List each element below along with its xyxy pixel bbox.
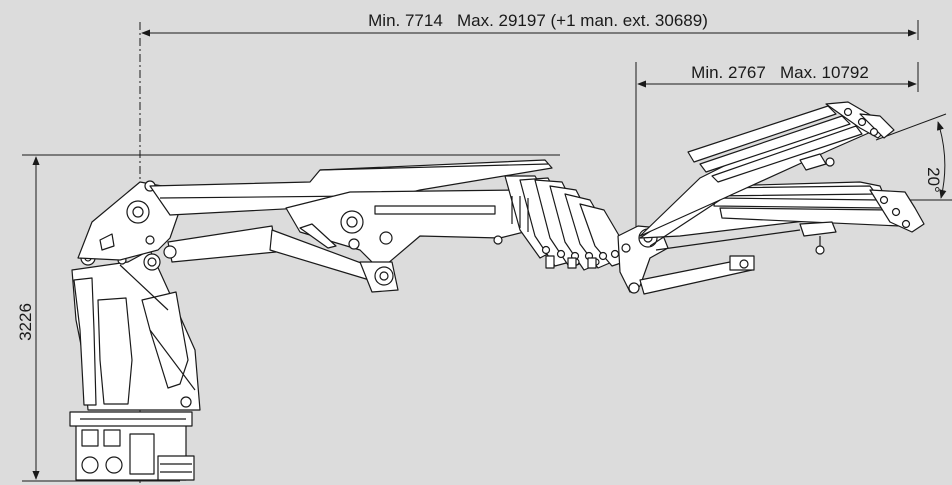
crane-base <box>69 411 195 481</box>
boom-extensions <box>504 175 625 271</box>
jib-link <box>649 199 801 251</box>
crane-drawing <box>69 101 925 481</box>
jib-angle-label: 20° <box>924 167 943 193</box>
crane-column <box>71 249 201 411</box>
jib-reach-label: Min. 2767 Max. 10792 <box>691 63 869 82</box>
height-label: 3226 <box>16 303 35 341</box>
total-reach-label: Min. 7714 Max. 29197 (+1 man. ext. 30689… <box>368 11 708 30</box>
main-boom <box>77 159 553 261</box>
jib-knuckle <box>617 225 755 295</box>
jib-lower <box>639 181 925 255</box>
outer-boom <box>285 189 546 293</box>
jib-upper <box>639 101 895 237</box>
angle-arc <box>937 121 947 199</box>
